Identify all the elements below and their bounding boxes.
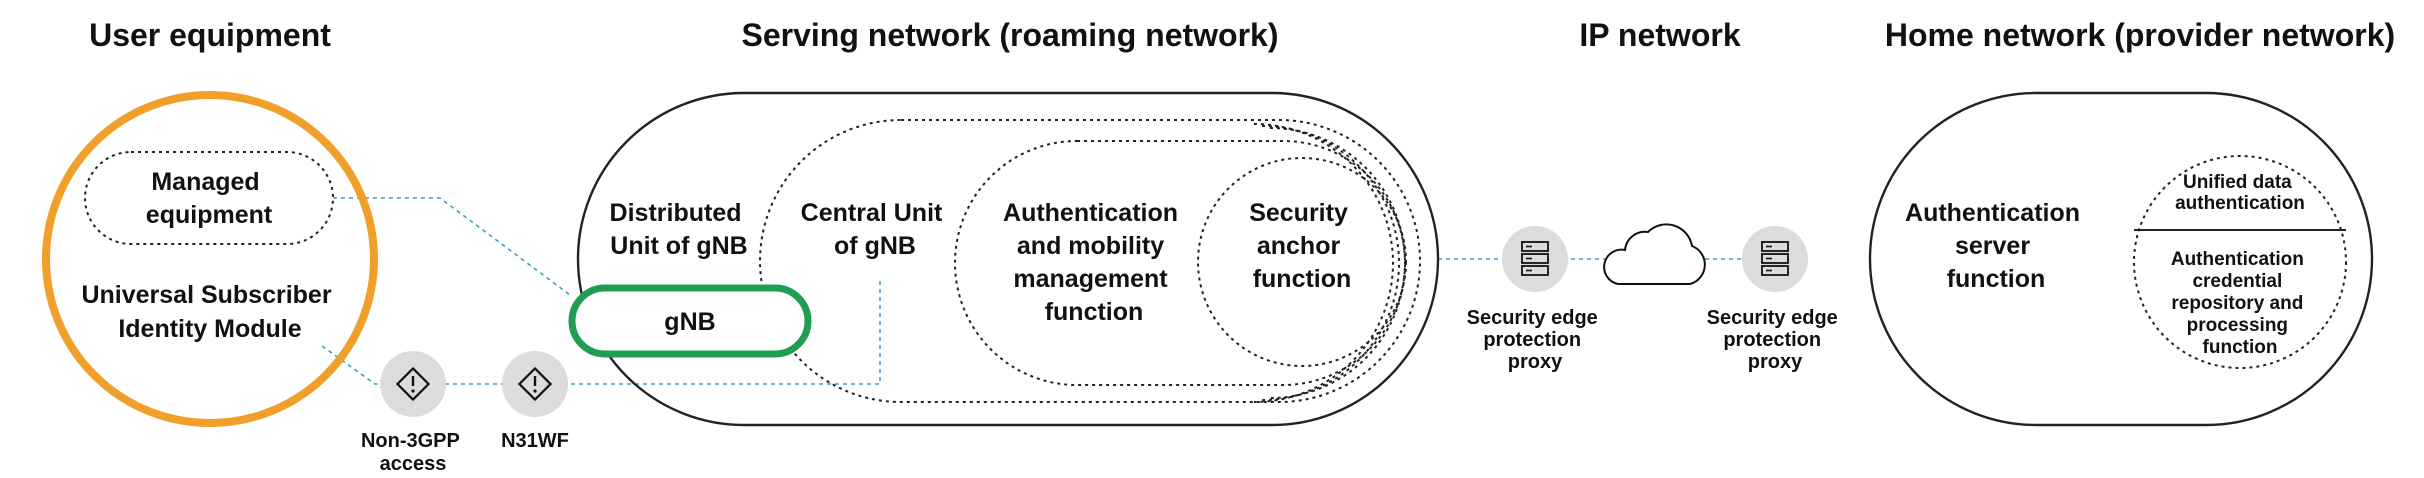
header-serving-network: Serving network (roaming network)	[742, 17, 1279, 53]
server-rack-icon	[1761, 241, 1789, 276]
udm-region	[2133, 155, 2347, 369]
cloud-icon	[1603, 223, 1706, 285]
gnb-label: gNB	[664, 308, 715, 336]
n3iwf-label: N31WF	[501, 430, 569, 452]
header-user-equipment: User equipment	[89, 17, 331, 53]
sepp-left-label: Security edge protection proxy	[1467, 307, 1604, 373]
sepp-right-label: Security edge protection proxy	[1707, 307, 1844, 373]
gnb-pill	[568, 284, 812, 358]
serving-stack-outline-2	[1261, 125, 1400, 401]
central-unit-region	[759, 119, 1421, 403]
udm-top-label[interactable]: Unified data authentication	[2175, 172, 2305, 214]
usim-label[interactable]: Universal Subscriber Identity Module	[81, 281, 338, 343]
amf-region	[954, 140, 1406, 386]
serving-stack-outline-1	[1253, 123, 1394, 403]
server-rack-icon	[1521, 241, 1549, 276]
managed-equipment-box[interactable]	[84, 151, 334, 245]
home-network	[1868, 91, 2374, 427]
header-home-network: Home network (provider network)	[1885, 17, 2395, 53]
cu-label[interactable]: Central Unit of gNB	[801, 199, 950, 260]
serving-network-outline	[576, 91, 1440, 427]
serving-network	[576, 91, 1440, 427]
gnb-node[interactable]: gNB	[568, 284, 812, 358]
sepp-left-icon-bg	[1502, 226, 1568, 292]
seaf-label[interactable]: Security anchor function	[1249, 199, 1355, 293]
header-ip-network: IP network	[1579, 17, 1740, 53]
amf-label[interactable]: Authentication and mobility management f…	[1003, 199, 1185, 326]
link-managed-to-gnb	[333, 197, 571, 296]
ausf-label[interactable]: Authentication server function	[1905, 199, 2087, 293]
udm-bottom-label[interactable]: Authentication credential repository and…	[2171, 249, 2309, 358]
home-network-outline	[1868, 91, 2374, 427]
diamond-alert-icon	[517, 366, 553, 402]
non3gpp-label: Non-3GPP access	[361, 430, 465, 475]
non3gpp-node[interactable]: Non-3GPP access	[361, 351, 465, 475]
sepp-right-node[interactable]: Security edge protection proxy	[1707, 226, 1844, 373]
sepp-right-icon-bg	[1742, 226, 1808, 292]
connection-lines	[321, 197, 1748, 385]
link-usim-to-non3gpp	[321, 345, 395, 385]
n3iwf-node[interactable]: N31WF	[501, 351, 569, 452]
sepp-left-node[interactable]: Security edge protection proxy	[1467, 226, 1604, 373]
link-n3iwf-to-cu	[555, 278, 881, 385]
seaf-region	[1197, 157, 1407, 367]
diamond-alert-icon	[395, 366, 431, 402]
managed-equipment-label: Managed equipment	[146, 168, 273, 229]
du-label[interactable]: Distributed Unit of gNB	[610, 199, 749, 260]
user-equipment-ring	[42, 91, 378, 427]
